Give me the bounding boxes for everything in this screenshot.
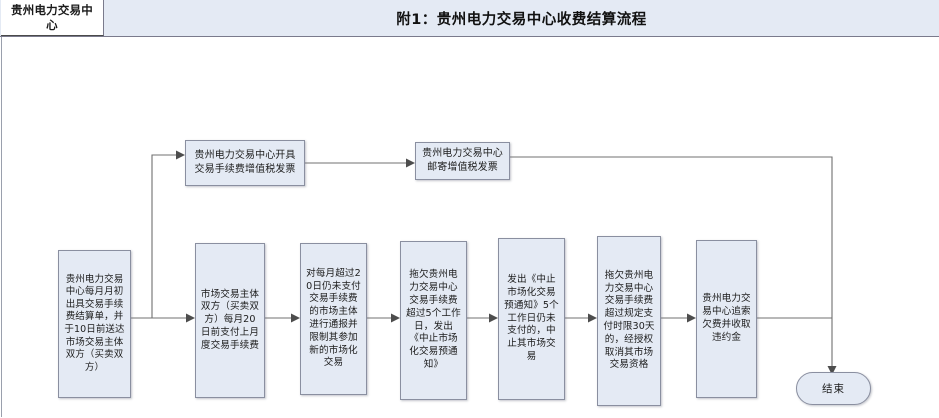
node-step-6[interactable]: 拖欠贵州电力交易中心交易手续费超过规定支付时限30天的，经授权取消其市场交易资格 <box>597 236 661 406</box>
node-label: 发出《中止市场化交易预通知》5个工作日仍未支付的，中止其市场交易 <box>504 274 559 362</box>
node-step-7[interactable]: 贵州电力交易中心追索欠费并收取违约金 <box>696 240 757 398</box>
node-invoice-mail[interactable]: 贵州电力交易中心邮寄增值税发票 <box>415 142 510 180</box>
node-label: 贵州电力交易中心开具交易手续费增值税发票 <box>194 150 296 175</box>
organization-cell: 贵州电力交易中心 <box>1 0 104 36</box>
document-header: 贵州电力交易中心 附1：贵州电力交易中心收费结算流程 <box>0 0 939 37</box>
node-end-terminator[interactable]: 结束 <box>796 372 871 405</box>
page-title: 附1：贵州电力交易中心收费结算流程 <box>396 11 647 28</box>
node-label: 贵州电力交易中心每月月初出具交易手续费结算单，并于10日前送达市场交易主体双方（… <box>64 273 125 373</box>
node-label: 对每月超过20日仍未支付交易手续费的市场主体进行通报并限制其参加新的市场化交易 <box>306 267 361 369</box>
node-step-4[interactable]: 拖欠贵州电力交易中心交易手续费超过5个工作日，发出《中止市场化交易预通知》 <box>400 241 467 400</box>
node-step-5[interactable]: 发出《中止市场化交易预通知》5个工作日仍未支付的，中止其市场交易 <box>498 238 565 400</box>
node-step-3[interactable]: 对每月超过20日仍未支付交易手续费的市场主体进行通报并限制其参加新的市场化交易 <box>300 243 367 395</box>
node-label: 贵州电力交易中心邮寄增值税发票 <box>422 148 503 173</box>
node-label: 结束 <box>822 383 845 395</box>
node-label: 市场交易主体双方（买卖双方）每月20日前支付上月度交易手续费 <box>200 288 260 351</box>
node-label: 贵州电力交易中心追索欠费并收取违约金 <box>702 293 751 343</box>
node-label: 拖欠贵州电力交易中心交易手续费超过规定支付时限30天的，经授权取消其市场交易资格 <box>603 269 655 371</box>
node-label: 拖欠贵州电力交易中心交易手续费超过5个工作日，发出《中止市场化交易预通知》 <box>406 269 461 370</box>
node-step-2[interactable]: 市场交易主体双方（买卖双方）每月20日前支付上月度交易手续费 <box>195 243 265 398</box>
node-invoice-issue[interactable]: 贵州电力交易中心开具交易手续费增值税发票 <box>185 140 305 186</box>
node-step-1[interactable]: 贵州电力交易中心每月月初出具交易手续费结算单，并于10日前送达市场交易主体双方（… <box>58 250 131 398</box>
organization-name: 贵州电力交易中心 <box>11 2 93 32</box>
page-frame <box>1 37 938 417</box>
